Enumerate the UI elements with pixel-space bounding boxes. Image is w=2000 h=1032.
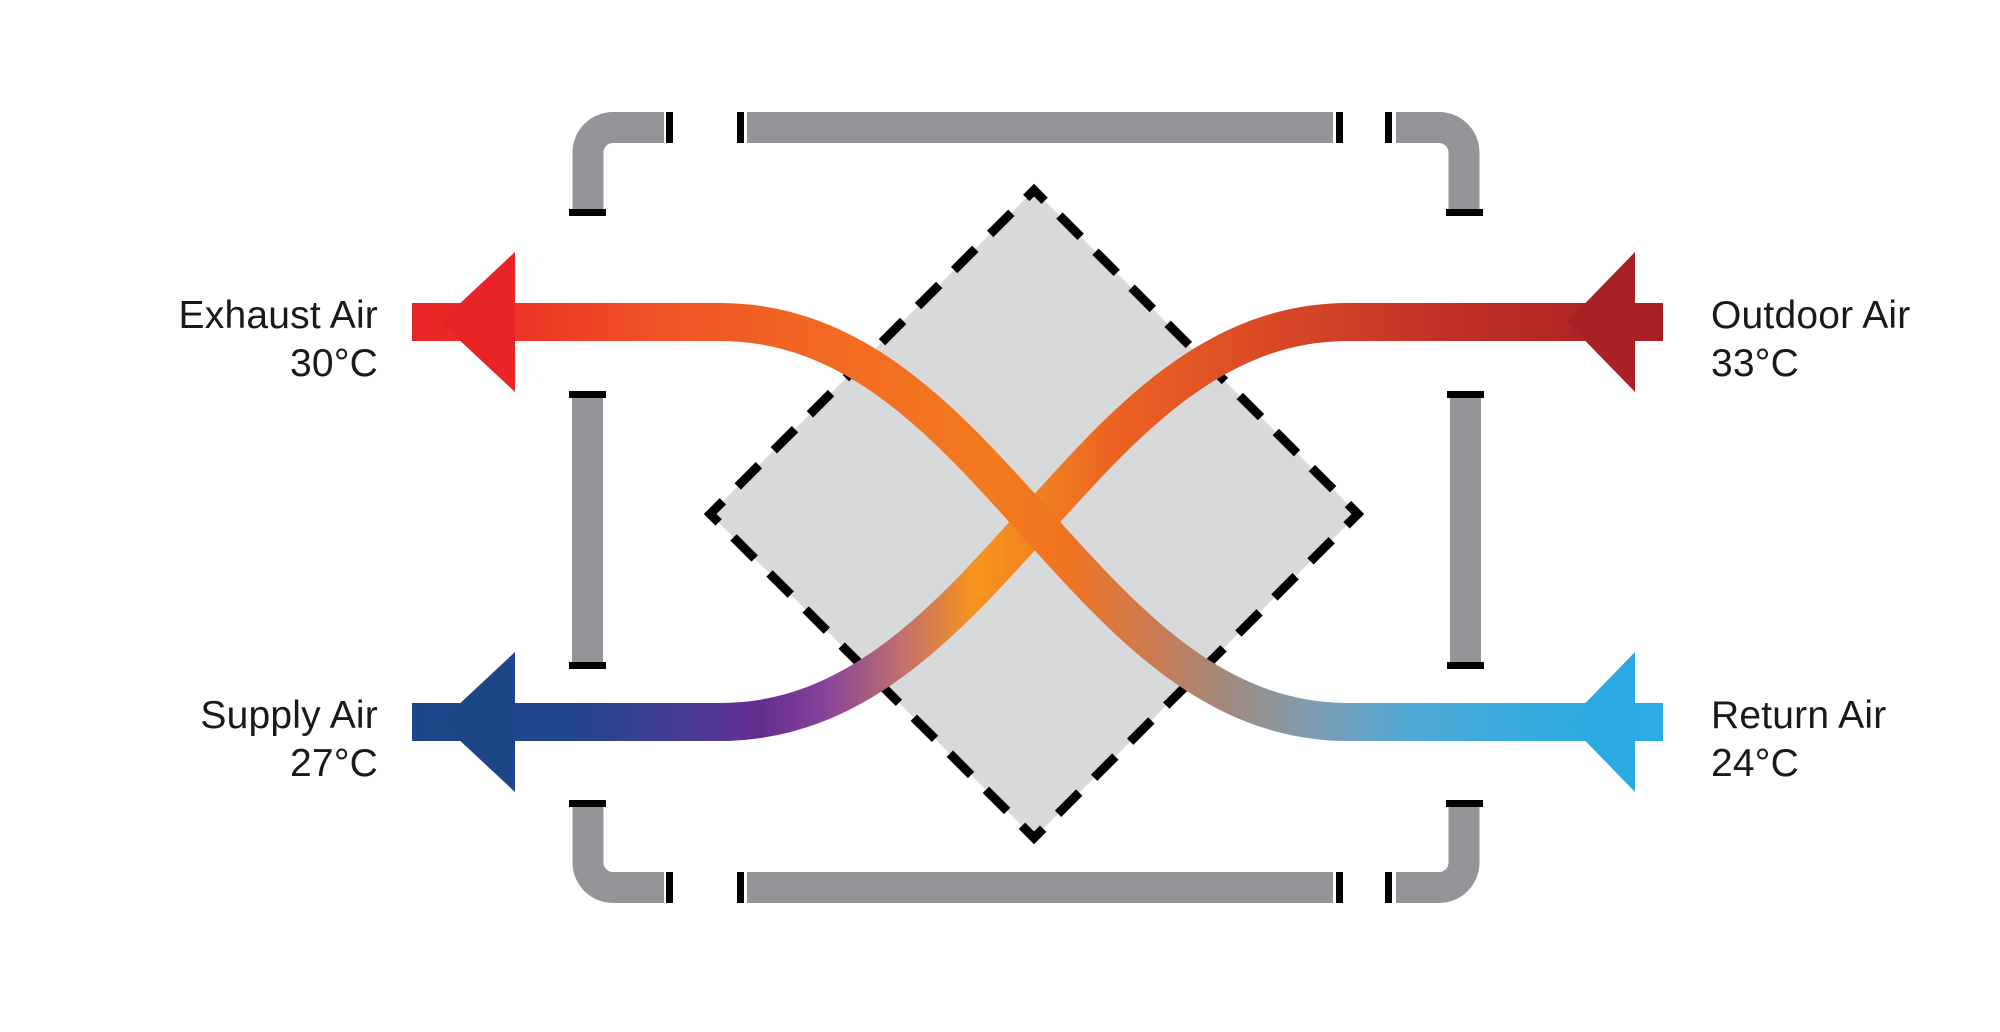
duct-left-vertical	[572, 398, 603, 662]
flange-cap-left-duct-bottom	[569, 662, 606, 669]
label-return-air: Return Air 24°C	[1711, 692, 1886, 788]
duct-elbow-top-left	[572, 112, 664, 210]
stream-temperature: 27°C	[290, 742, 378, 785]
flange-cap-right-duct-bottom	[1447, 662, 1484, 669]
outdoor-air-arrow-icon	[1567, 252, 1635, 392]
flange-cap-right-duct-top	[1447, 391, 1484, 398]
flange-cap-left-duct-top	[569, 391, 606, 398]
return-to-exhaust-flow-band	[412, 303, 1663, 741]
duct-bottom-bar	[747, 872, 1333, 903]
flange-bottom-bar-right	[1336, 872, 1343, 903]
stream-name: Supply Air	[200, 694, 378, 737]
flange-cap-top-left-elbow	[569, 209, 606, 216]
duct-elbow-bottom-left	[572, 805, 664, 903]
label-outdoor-air: Outdoor Air 33°C	[1711, 292, 1910, 388]
flange-cap-bottom-right-elbow	[1446, 800, 1483, 807]
stream-name: Outdoor Air	[1711, 294, 1911, 337]
stream-name: Exhaust Air	[178, 294, 378, 337]
flange-top-bar-right	[1336, 112, 1343, 143]
duct-frame	[572, 112, 1481, 903]
stream-temperature: 24°C	[1711, 742, 1799, 785]
flange-bottom-elbow-left	[666, 872, 673, 903]
label-exhaust-air: Exhaust Air 30°C	[179, 292, 378, 388]
flange-top-elbow-right	[1385, 112, 1392, 143]
flange-cap-top-right-elbow	[1446, 209, 1483, 216]
flange-cap-bottom-left-elbow	[569, 800, 606, 807]
stream-temperature: 30°C	[290, 342, 378, 385]
flange-bottom-bar-left	[737, 872, 744, 903]
stream-name: Return Air	[1711, 694, 1887, 737]
flange-top-bar-left	[737, 112, 744, 143]
duct-elbows	[572, 112, 1480, 903]
label-supply-air: Supply Air 27°C	[200, 692, 378, 788]
duct-top-bar	[747, 112, 1333, 143]
supply-air-arrow-icon	[440, 652, 515, 792]
duct-elbow-bottom-right	[1396, 805, 1480, 903]
duct-flanges	[569, 112, 1484, 903]
flange-top-elbow-left	[666, 112, 673, 143]
duct-right-vertical	[1450, 398, 1481, 662]
flange-bottom-elbow-right	[1385, 872, 1392, 903]
stream-temperature: 33°C	[1711, 342, 1799, 385]
duct-elbow-top-right	[1396, 112, 1480, 210]
return-air-arrow-icon	[1567, 652, 1635, 792]
exhaust-air-arrow-icon	[440, 252, 515, 392]
